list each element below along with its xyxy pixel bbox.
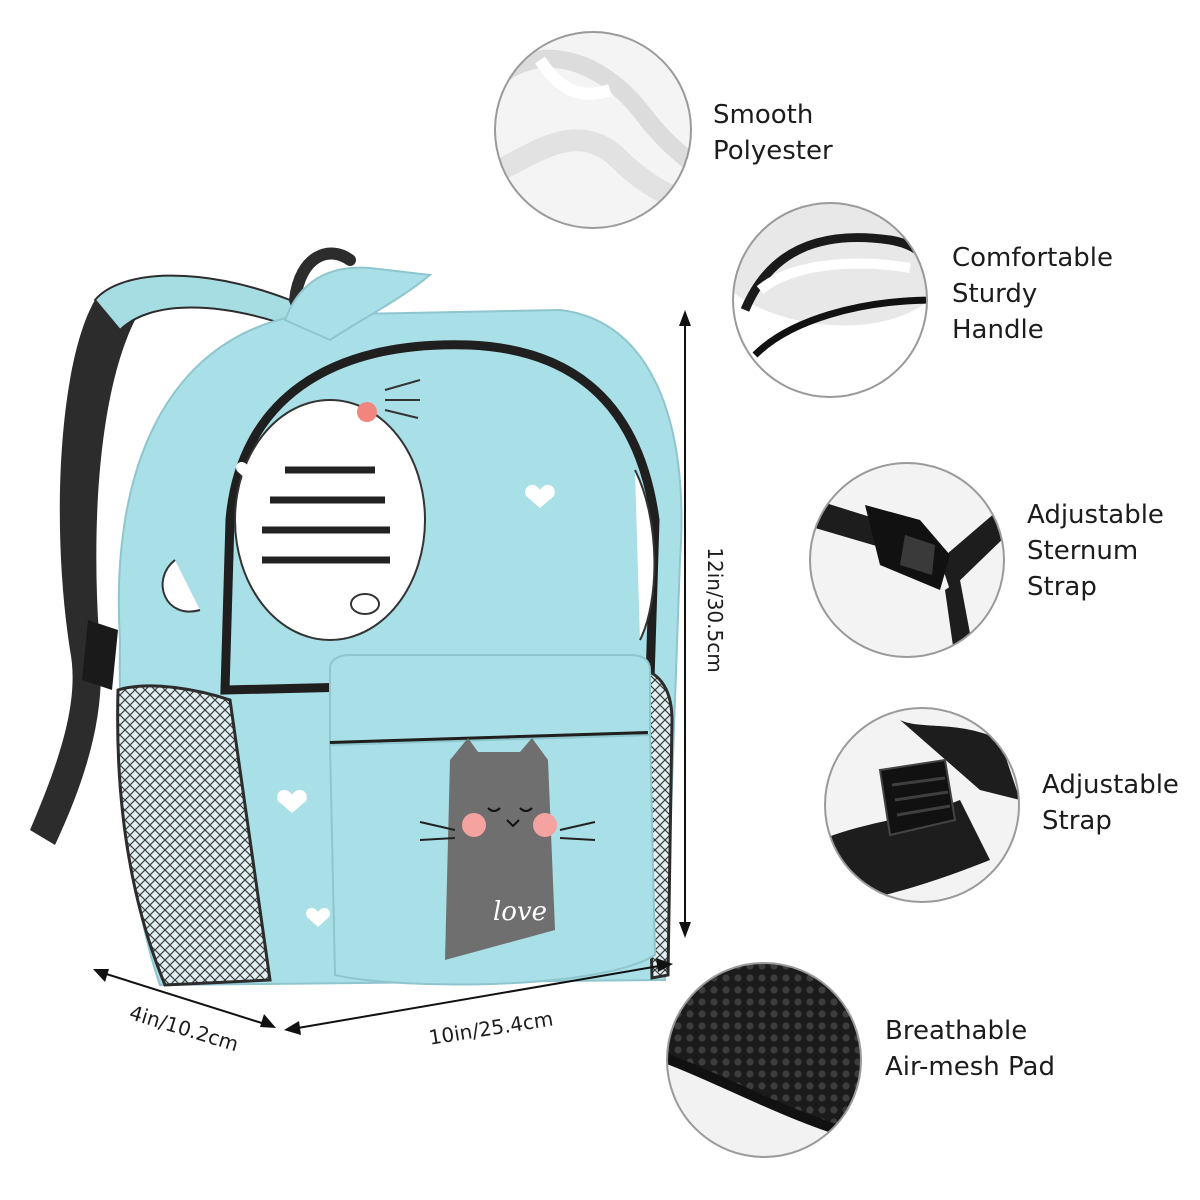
striped-cat-print [161,379,426,641]
depth-label: 4in/10.2cm [127,1000,242,1056]
shoulder-strap-left [30,300,135,845]
feature-handle-label: Comfortable Sturdy Handle [952,243,1113,345]
mesh-pad-icon [666,962,862,1158]
strap-slider-icon [824,707,1020,903]
handle-icon [732,202,928,398]
pocket-print-text: love [493,897,547,927]
dimension-height: 12in/30.5cm [679,310,727,938]
feature-mesh-label: Breathable Air-mesh Pad [885,1016,1055,1082]
side-mesh-pocket [116,684,272,987]
fabric-swatch-icon [494,31,692,229]
height-label: 12in/30.5cm [703,547,727,672]
strap-adjuster [82,620,118,690]
width-label: 10in/25.4cm [427,1006,555,1049]
front-pocket [329,654,651,747]
grey-cat-print: love [419,738,596,960]
feature-sternum-label: Adjustable Sternum Strap [1027,500,1164,602]
heart-print [236,461,555,927]
buckle-icon [809,462,1005,658]
top-handle [289,247,356,306]
feature-strap-label: Adjustable Strap [1042,770,1179,836]
feature-fabric-label: Smooth Polyester [713,100,833,166]
backpack: love [30,247,683,987]
